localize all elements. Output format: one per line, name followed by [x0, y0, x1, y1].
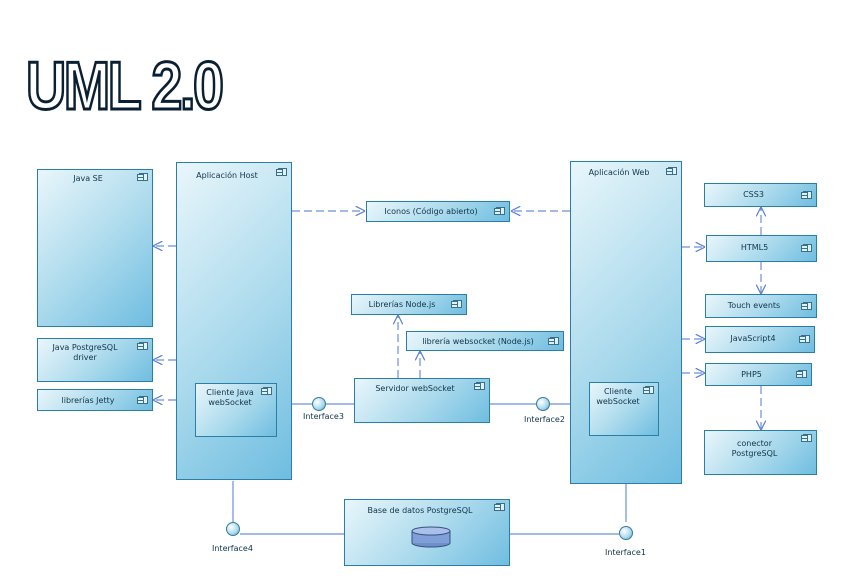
- component-label: HTML5: [740, 243, 769, 252]
- component-icon: [796, 370, 807, 378]
- component-label: Java PostgreSQL driver: [52, 343, 118, 362]
- component-icon: [799, 335, 810, 343]
- component-host-app[interactable]: Aplicación Host Cliente Java webSocket: [176, 162, 292, 480]
- component-java-postgresql-driver[interactable]: Java PostgreSQL driver: [37, 338, 153, 382]
- component-label: Aplicación Host: [196, 171, 258, 180]
- component-icon: [548, 337, 559, 345]
- component-javascript[interactable]: JavaScript4: [705, 326, 815, 353]
- component-label: Base de datos PostgreSQL: [367, 506, 473, 515]
- interface4-icon[interactable]: [226, 522, 240, 536]
- interface1-label: Interface1: [605, 548, 646, 557]
- interface3-icon[interactable]: [312, 397, 326, 411]
- component-label: CSS3: [743, 190, 764, 199]
- component-ws-lib[interactable]: librería websocket (Node.js): [406, 331, 564, 351]
- interface2-icon[interactable]: [536, 397, 550, 411]
- component-label: Cliente Java webSocket: [206, 388, 254, 407]
- component-icon: [801, 244, 812, 252]
- component-html5[interactable]: HTML5: [706, 235, 817, 262]
- component-ws-server[interactable]: Servidor webSocket: [354, 378, 490, 423]
- component-icon: [494, 503, 505, 511]
- component-java-ws-client[interactable]: Cliente Java webSocket: [195, 383, 277, 437]
- component-icon: [801, 302, 812, 310]
- component-label: Librerías Node.js: [368, 300, 436, 309]
- component-css3[interactable]: CSS3: [704, 183, 817, 207]
- component-icon: [137, 342, 148, 350]
- component-web-app[interactable]: Aplicación Web Cliente webSocket: [570, 161, 682, 484]
- component-label: Cliente webSocket: [596, 387, 640, 406]
- component-icon: [451, 300, 462, 308]
- component-icon: [643, 386, 654, 394]
- interface2-label: Interface2: [524, 415, 565, 424]
- component-label: librerías Jetty: [61, 396, 115, 405]
- component-icons[interactable]: Iconos (Código abierto): [366, 201, 510, 222]
- component-icon: [666, 167, 677, 175]
- component-label: conector PostgreSQL: [731, 439, 778, 458]
- component-label: Java SE: [73, 174, 103, 183]
- component-icon: [801, 434, 812, 442]
- component-touch-events[interactable]: Touch events: [705, 294, 817, 318]
- component-label: Aplicación Web: [588, 168, 650, 177]
- interface4-label: Interface4: [212, 544, 253, 553]
- component-label: Servidor webSocket: [375, 384, 455, 393]
- component-node-libs[interactable]: Librerías Node.js: [351, 294, 467, 315]
- interface1-icon[interactable]: [619, 526, 633, 540]
- interface3-label: Interface3: [303, 412, 344, 421]
- component-web-ws-client[interactable]: Cliente webSocket: [589, 382, 659, 436]
- component-label: PHP5: [741, 370, 762, 379]
- component-jetty[interactable]: librerías Jetty: [37, 389, 153, 411]
- component-java-se[interactable]: Java SE: [37, 169, 153, 327]
- component-php5[interactable]: PHP5: [705, 363, 812, 386]
- component-label: Touch events: [727, 301, 781, 310]
- component-label: librería websocket (Node.js): [422, 337, 534, 346]
- component-icon: [137, 396, 148, 404]
- component-icon: [261, 387, 272, 395]
- component-icon: [801, 191, 812, 199]
- component-icon: [137, 173, 148, 181]
- component-icon: [494, 207, 505, 215]
- diagram-title: UML 2.0: [25, 48, 225, 124]
- component-label: Iconos (Código abierto): [384, 207, 478, 216]
- component-postgresql-db[interactable]: Base de datos PostgreSQL: [344, 499, 510, 566]
- component-icon: [474, 382, 485, 390]
- component-label: JavaScript4: [730, 334, 776, 343]
- component-icon: [276, 168, 287, 176]
- database-icon: [411, 526, 451, 548]
- component-postgresql-connector[interactable]: conector PostgreSQL: [704, 430, 817, 475]
